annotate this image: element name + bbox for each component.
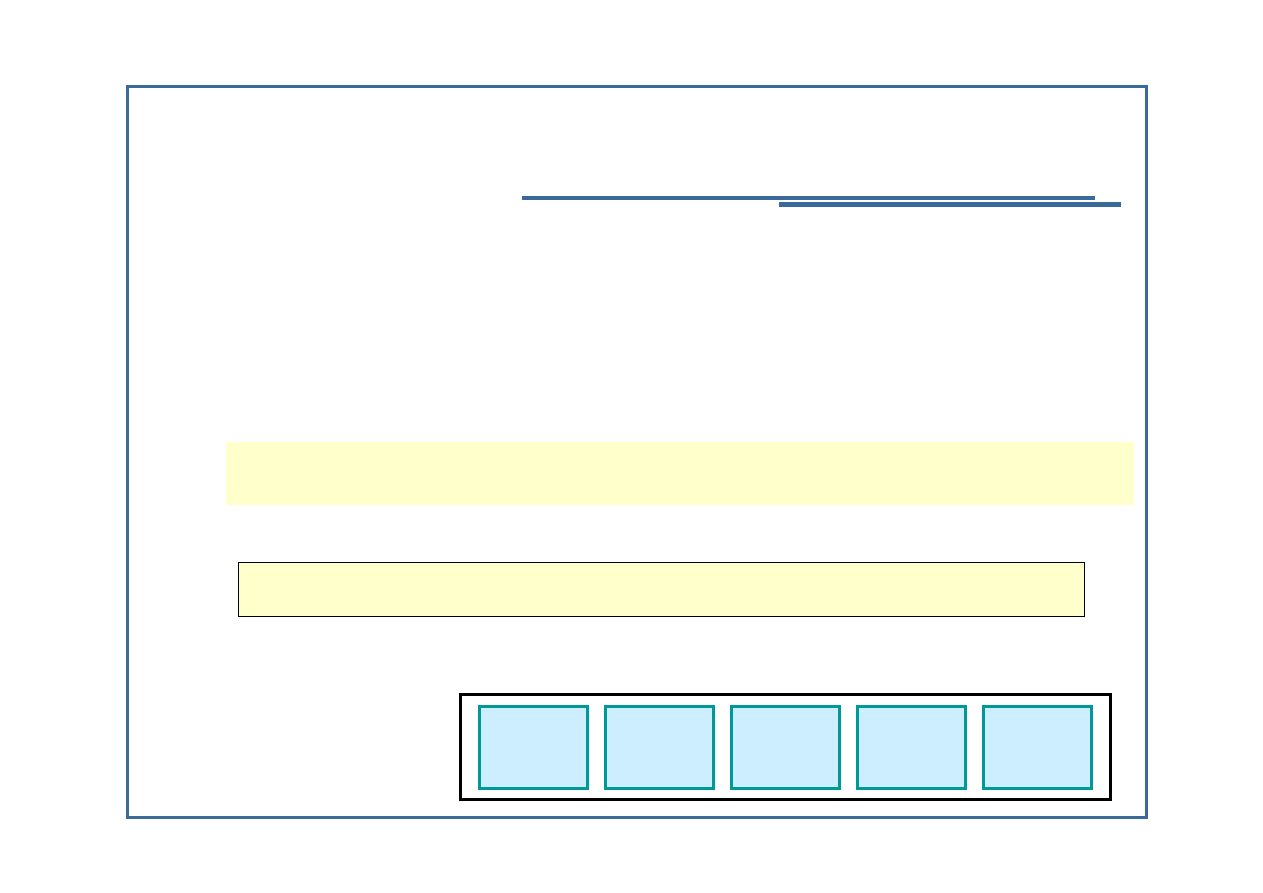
- array-cells-row: [459, 693, 1112, 801]
- title-rule-lower: [779, 202, 1121, 207]
- array-cell: [478, 705, 589, 790]
- array-cell: [856, 705, 967, 790]
- title-rule-upper: [522, 196, 1095, 200]
- highlight-band: [226, 442, 1134, 505]
- note-box: [238, 562, 1085, 617]
- array-cell: [730, 705, 841, 790]
- slide-frame: [126, 85, 1148, 819]
- array-cell: [604, 705, 715, 790]
- array-cell: [982, 705, 1093, 790]
